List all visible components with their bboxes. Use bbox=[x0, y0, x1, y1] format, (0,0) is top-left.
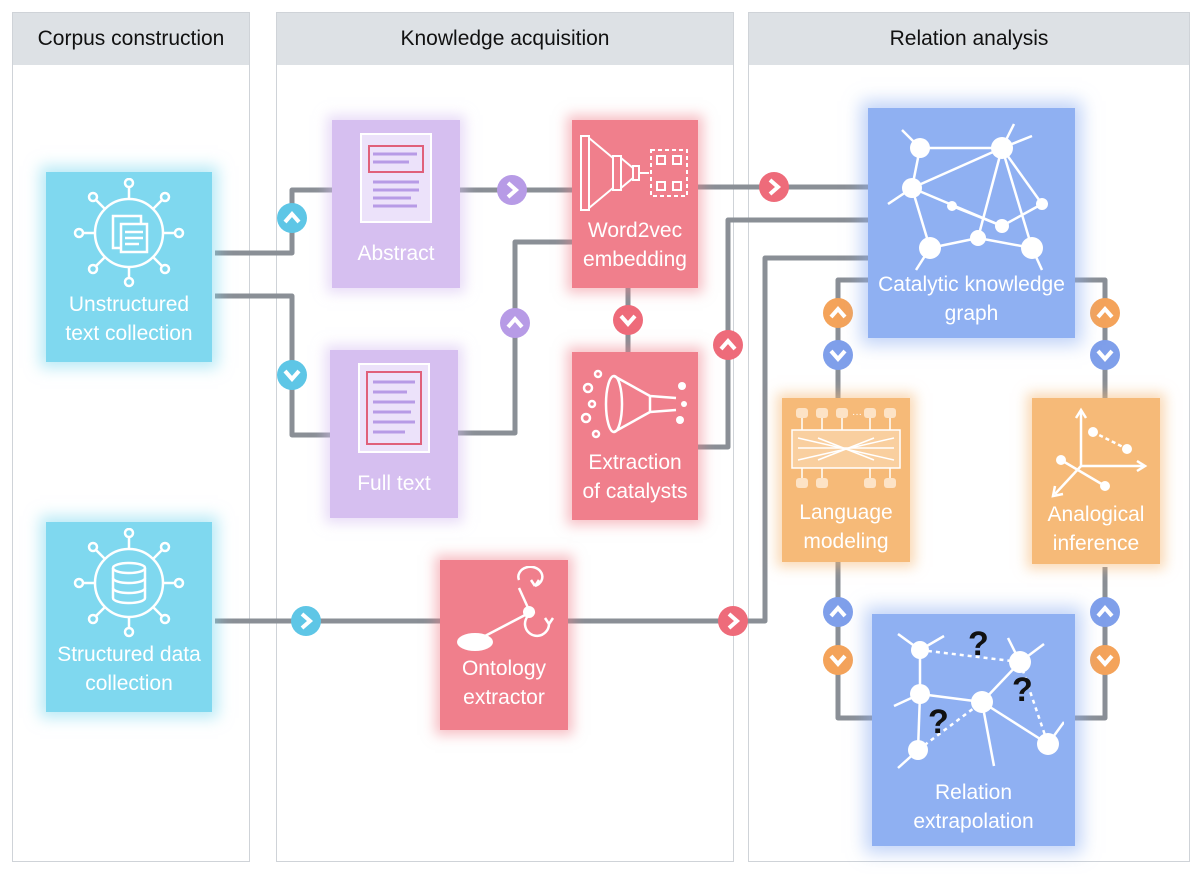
chevron-right-icon bbox=[759, 172, 789, 202]
unstructured-text-collection-box: Unstructured text collection bbox=[46, 172, 212, 362]
unknown-relation-question-mark: ? bbox=[928, 703, 949, 741]
chevron-down-icon bbox=[277, 360, 307, 390]
box-label: Abstract bbox=[357, 241, 435, 265]
ontology-extractor-box: Ontology extractor bbox=[440, 560, 568, 730]
vector-space-icon bbox=[1051, 407, 1148, 498]
chevron-down-icon bbox=[823, 340, 853, 370]
catalytic-knowledge-graph-box: Catalytic knowledge graph bbox=[868, 108, 1075, 338]
document-network-icon bbox=[73, 178, 185, 288]
relation-extrapolation-box: ? ? ? Relation extrapolation bbox=[872, 614, 1075, 846]
box-label: Unstructured text collection bbox=[65, 293, 193, 345]
chevron-up-icon bbox=[277, 203, 307, 233]
panel-title: Corpus construction bbox=[13, 13, 249, 65]
abstract-box: Abstract bbox=[332, 120, 460, 288]
box-label: Language modeling bbox=[799, 501, 893, 553]
knowledge-graph-icon bbox=[886, 123, 1048, 271]
box-label: Word2vec embedding bbox=[583, 219, 687, 271]
chevron-up-icon bbox=[823, 597, 853, 627]
neural-network-icon bbox=[580, 135, 688, 211]
analogical-inference-box: Analogical inference bbox=[1032, 398, 1160, 564]
chevron-right-icon bbox=[497, 175, 527, 205]
knowledge-graph-icon bbox=[892, 632, 1064, 769]
box-label: Structured data collection bbox=[57, 643, 201, 695]
svg-text:···: ··· bbox=[852, 409, 862, 420]
unknown-relation-question-mark: ? bbox=[968, 625, 989, 663]
chevron-up-icon bbox=[713, 330, 743, 360]
language-modeling-box: ··· Language modeling bbox=[782, 398, 910, 562]
panel-title: Relation analysis bbox=[749, 13, 1189, 65]
chevron-right-icon bbox=[718, 606, 748, 636]
box-label: Relation extrapolation bbox=[913, 781, 1034, 833]
chevron-up-icon bbox=[500, 308, 530, 338]
box-label: Catalytic knowledge graph bbox=[878, 273, 1065, 325]
panel-corpus-construction: Corpus construction bbox=[12, 12, 250, 862]
document-icon bbox=[358, 363, 430, 453]
chevron-down-icon bbox=[613, 305, 643, 335]
unknown-relation-question-mark: ? bbox=[1012, 671, 1033, 709]
chevron-down-icon bbox=[823, 645, 853, 675]
box-label: Ontology extractor bbox=[461, 657, 547, 709]
structured-data-collection-box: Structured data collection bbox=[46, 522, 212, 712]
box-label: Analogical inference bbox=[1047, 503, 1145, 555]
chevron-up-icon bbox=[1090, 597, 1120, 627]
full-text-box: Full text bbox=[330, 350, 458, 518]
extraction-of-catalysts-box: Extraction of catalysts bbox=[572, 352, 698, 520]
chevron-down-icon bbox=[1090, 340, 1120, 370]
database-network-icon bbox=[73, 528, 185, 638]
chevron-up-icon bbox=[1090, 298, 1120, 328]
word2vec-embedding-box: Word2vec embedding bbox=[572, 120, 698, 288]
chevron-down-icon bbox=[1090, 645, 1120, 675]
chevron-right-icon bbox=[291, 606, 321, 636]
ontology-graph-icon bbox=[457, 566, 555, 651]
box-label: Full text bbox=[357, 471, 431, 495]
box-label: Extraction of catalysts bbox=[582, 451, 688, 503]
chevron-up-icon bbox=[823, 298, 853, 328]
transformer-icon: ··· bbox=[791, 408, 901, 488]
panel-title: Knowledge acquisition bbox=[277, 13, 733, 65]
document-icon bbox=[360, 133, 432, 223]
funnel-icon bbox=[580, 369, 687, 439]
